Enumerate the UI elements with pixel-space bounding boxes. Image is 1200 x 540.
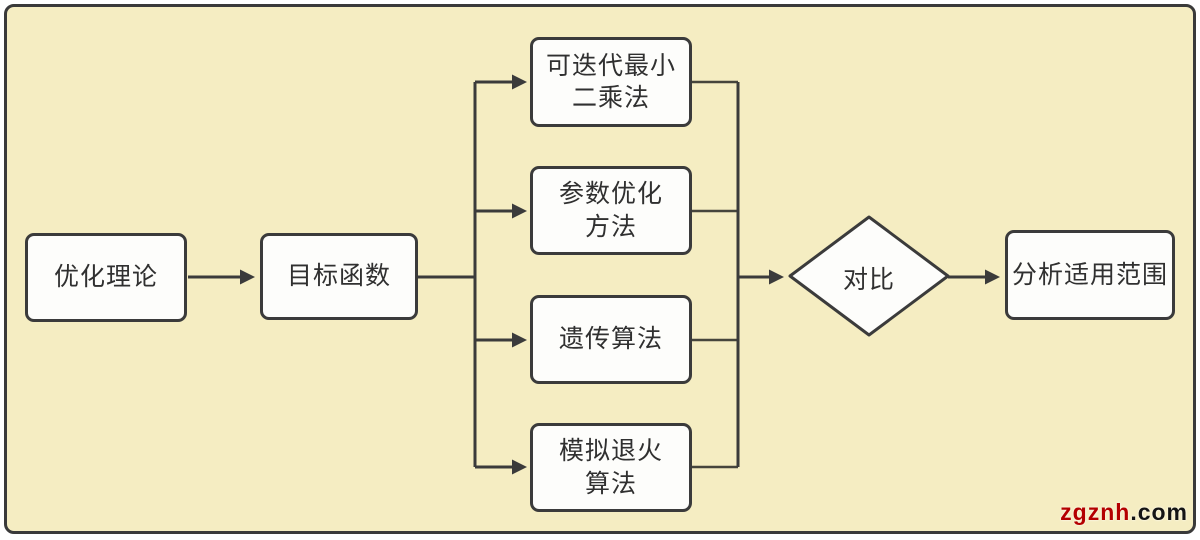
node-simulated-annealing: 模拟退火 算法 — [530, 423, 692, 512]
node-parameter-optimization-label: 参数优化 方法 — [558, 180, 663, 241]
watermark-brand: zgznh — [1060, 499, 1131, 525]
node-comparison-label: 对比 — [842, 266, 895, 294]
node-simulated-annealing-label: 模拟退火 算法 — [558, 437, 663, 498]
node-analyze-scope: 分析适用范围 — [1005, 230, 1175, 320]
node-objective-function: 目标函数 — [260, 233, 418, 320]
node-objective-function-label: 目标函数 — [286, 262, 391, 291]
node-analyze-scope-label: 分析适用范围 — [1011, 260, 1168, 289]
node-iterative-least-squares: 可迭代最小 二乘法 — [530, 37, 692, 127]
node-parameter-optimization: 参数优化 方法 — [530, 166, 692, 255]
node-optimization-theory: 优化理论 — [25, 233, 187, 322]
watermark: zgznh.com — [1060, 499, 1188, 526]
node-optimization-theory-label: 优化理论 — [53, 263, 158, 292]
node-iterative-least-squares-label: 可迭代最小 二乘法 — [545, 51, 676, 113]
watermark-suffix: .com — [1130, 499, 1188, 525]
node-genetic-algorithm: 遗传算法 — [530, 295, 692, 384]
node-genetic-algorithm-label: 遗传算法 — [558, 325, 663, 354]
